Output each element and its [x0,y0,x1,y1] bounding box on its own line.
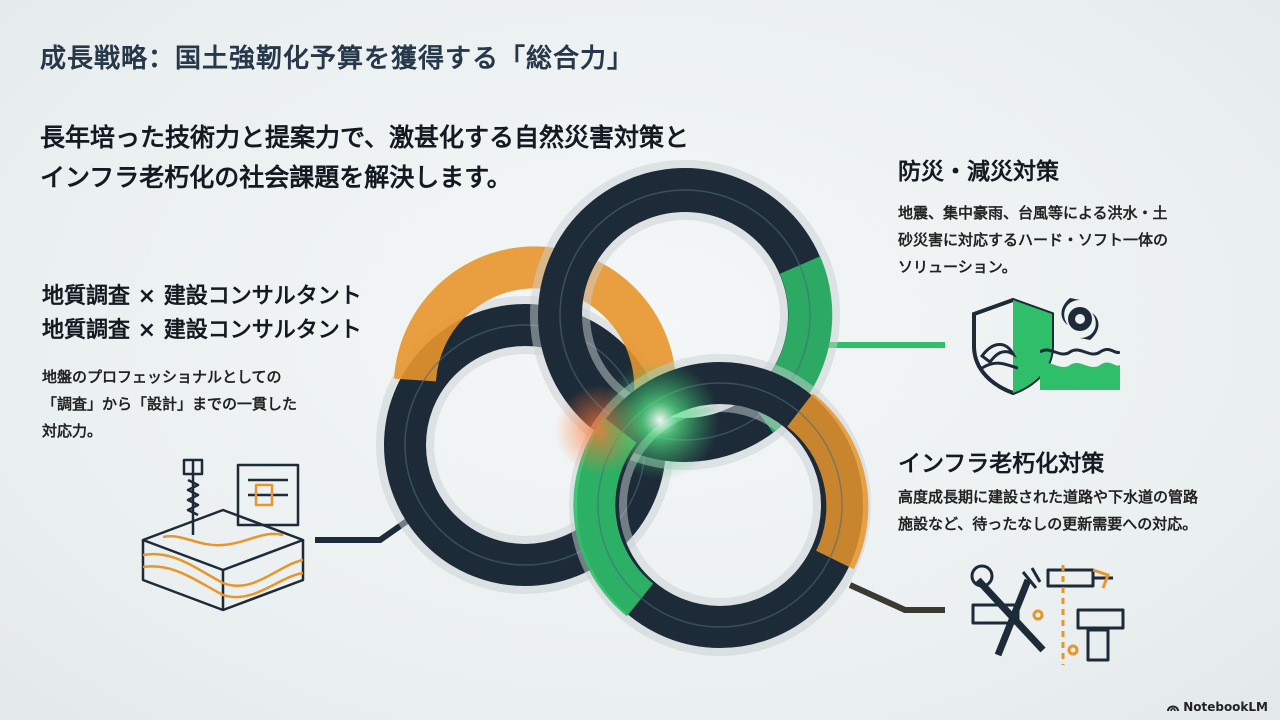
right-top-body: 地震、集中豪雨、台風等による洪水・土 砂災害に対応するハード・ソフト一体の ソリ… [898,200,1238,281]
right-top-body-line-3: ソリューション。 [898,258,1017,276]
page-title: 成長戦略：国土強靭化予算を獲得する「総合力」 [40,44,635,74]
connector-bottom-right [848,582,945,613]
right-top-body-line-1: 地震、集中豪雨、台風等による洪水・土 [898,204,1168,222]
right-bottom-heading: インフラ老朽化対策 [898,451,1105,477]
typhoon-icon [1040,298,1120,390]
brand-label: NotebookLM [1183,700,1268,714]
notebooklm-logo-icon [1167,705,1180,712]
lead-text: 長年培った技術力と提案力で、激甚化する自然災害対策と インフラ老朽化の社会課題を… [40,118,800,198]
left-heading: 地質調査 × 建設コンサルタント 地質調査 × 建設コンサルタント [42,280,362,348]
lead-line-2: インフラ老朽化の社会課題を解決します。 [40,163,512,192]
right-bottom-body-line-2: 施設など、待ったなしの更新需要への対応。 [898,515,1198,533]
wrench-pipes-icon [970,564,1125,665]
right-top-heading: 防災・減災対策 [898,159,1059,185]
left-body-line-3: 対応力。 [42,422,103,440]
right-bottom-body: 高度成長期に建設された道路や下水道の管路 施設など、待ったなしの更新需要への対応… [898,484,1258,538]
lead-line-1: 長年培った技術力と提案力で、激甚化する自然災害対策と [40,123,690,152]
left-body: 地盤のプロフェッショナルとしての 「調査」から「設計」までの一貫した 対応力。 [42,364,372,445]
left-body-line-2: 「調査」から「設計」までの一貫した [42,395,298,413]
left-heading-line-1: 地質調査 × 建設コンサルタント [42,284,362,309]
glow-green [600,360,720,480]
left-body-line-1: 地盤のプロフェッショナルとしての [42,368,282,386]
geology-survey-icon [141,458,305,612]
right-bottom-body-line-1: 高度成長期に建設された道路や下水道の管路 [898,488,1199,506]
ring-bottom [569,354,871,656]
brand-badge: NotebookLM [1167,700,1268,714]
right-top-body-line-2: 砂災害に対応するハード・ソフト一体の [898,231,1169,249]
left-heading-line-2: 地質調査 × 建設コンサルタント [42,318,362,343]
